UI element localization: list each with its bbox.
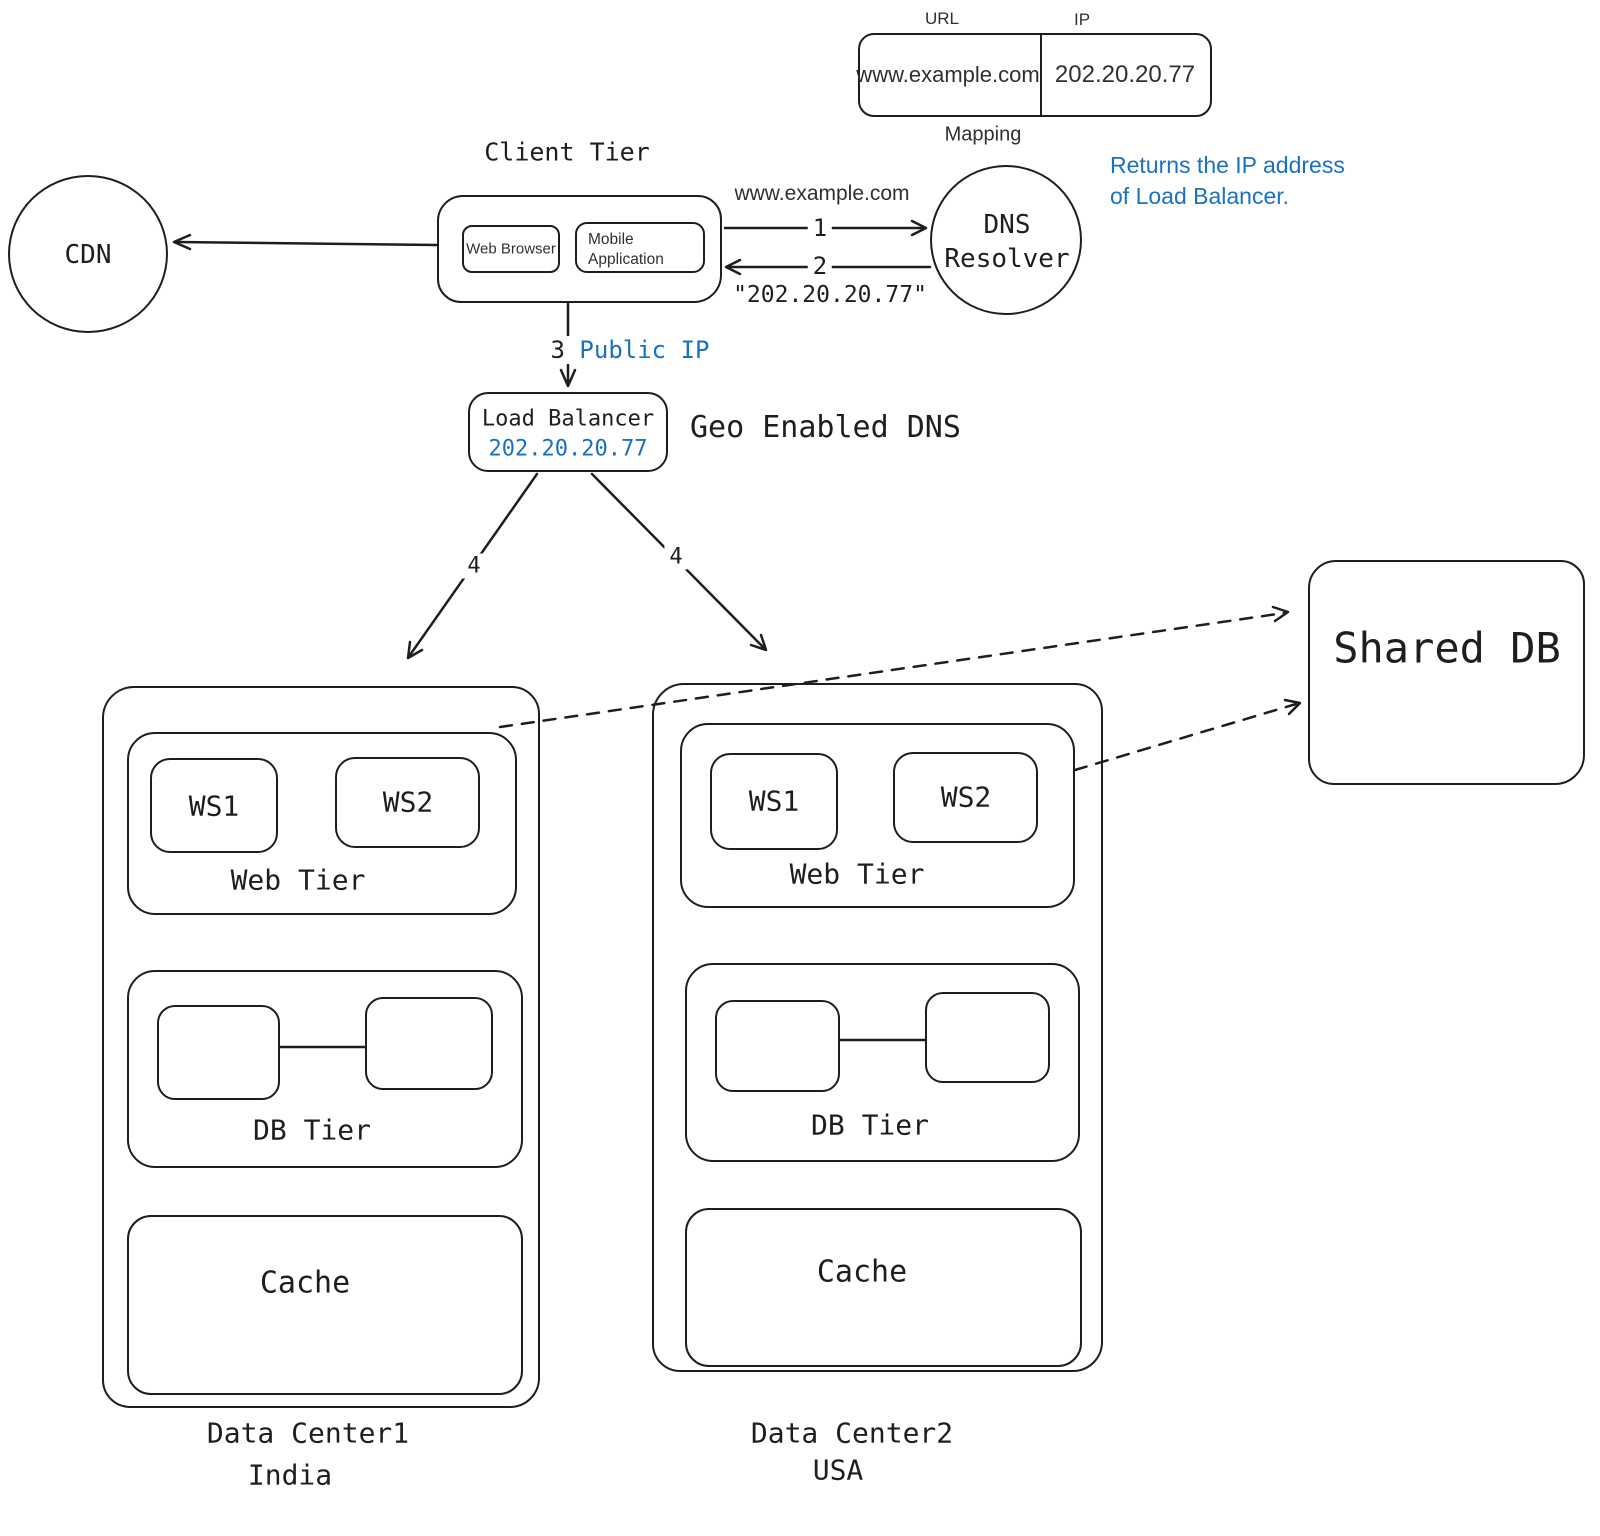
dc2-ws2-box bbox=[893, 752, 1038, 843]
dashed-arrow-dc1-to-shared-db bbox=[498, 605, 1290, 729]
dc1-ws1-label: WS1 bbox=[188, 789, 240, 823]
dc1-region-label: India bbox=[247, 1458, 333, 1492]
dns-label-line2: Resolver bbox=[944, 244, 1070, 274]
dc1-ws1-box bbox=[150, 758, 278, 853]
returns-ip-note: Returns the IP address of Load Balancer. bbox=[1110, 150, 1345, 212]
cdn-label: CDN bbox=[64, 240, 112, 270]
step3-label: 3 Public IP bbox=[545, 336, 715, 364]
dc1-ws2-label: WS2 bbox=[382, 785, 434, 819]
dns-label-line1: DNS bbox=[983, 210, 1031, 240]
mapping-ip-header: IP bbox=[1073, 10, 1091, 29]
dc2-cache-label: Cache bbox=[816, 1254, 908, 1290]
dc1-db-node1-box bbox=[157, 1005, 280, 1100]
dc2-ws1-label: WS1 bbox=[748, 784, 800, 818]
load-balancer-title: Load Balancer bbox=[481, 406, 655, 432]
web-browser-box bbox=[462, 225, 560, 273]
step2-ip-label: "202.20.20.77" bbox=[733, 282, 927, 308]
step1-number: 1 bbox=[807, 214, 833, 242]
mapping-caption: Mapping bbox=[944, 123, 1022, 146]
web-browser-label: Web Browser bbox=[466, 240, 556, 258]
mobile-application-label: Mobile Application bbox=[588, 231, 664, 268]
dc1-web-tier-label: Web Tier bbox=[230, 863, 366, 897]
mapping-url-cell bbox=[860, 35, 1042, 115]
dc2-region-label: USA bbox=[812, 1453, 864, 1487]
mapping-url-value: www.example.com bbox=[856, 62, 1040, 87]
dc1-cache-label: Cache bbox=[259, 1265, 351, 1301]
dc1-cache-box bbox=[127, 1215, 523, 1395]
step2-number: 2 bbox=[807, 252, 833, 280]
step1-url-label: www.example.com bbox=[734, 182, 910, 205]
returns-ip-note-line2: of Load Balancer. bbox=[1110, 183, 1290, 209]
load-balancer-box bbox=[468, 392, 668, 472]
mobile-application-box bbox=[575, 222, 705, 273]
step4b-number: 4 bbox=[664, 544, 688, 570]
client-tier-title: Client Tier bbox=[484, 137, 650, 167]
dc2-db-node1-box bbox=[715, 1000, 840, 1092]
step3-public-ip: Public IP bbox=[579, 336, 710, 364]
dc1-name-label: Data Center1 bbox=[206, 1416, 410, 1450]
arrow-client-to-cdn bbox=[172, 233, 439, 251]
dc2-web-tier-label: Web Tier bbox=[789, 857, 925, 891]
step4a-number: 4 bbox=[462, 553, 486, 579]
dns-mapping-table bbox=[858, 33, 1212, 117]
shared-db-label: Shared DB bbox=[1333, 623, 1561, 673]
dc1-db-node2-box bbox=[365, 997, 493, 1090]
dc2-ws2-label: WS2 bbox=[940, 780, 992, 814]
cdn-circle bbox=[8, 175, 168, 333]
load-balancer-ip: 202.20.20.77 bbox=[488, 436, 648, 462]
dns-resolver-circle bbox=[930, 165, 1082, 315]
dc2-ws1-box bbox=[710, 753, 838, 850]
dc2-db-node2-box bbox=[925, 992, 1050, 1083]
dc2-db-tier-label: DB Tier bbox=[810, 1108, 930, 1142]
shared-db-box bbox=[1308, 560, 1585, 785]
dc1-db-tier-label: DB Tier bbox=[252, 1113, 372, 1147]
returns-ip-note-line1: Returns the IP address bbox=[1110, 152, 1345, 178]
dc2-cache-box bbox=[685, 1208, 1082, 1367]
mapping-url-header: URL bbox=[924, 9, 960, 28]
dc1-ws2-box bbox=[335, 757, 480, 848]
geo-enabled-dns-label: Geo Enabled DNS bbox=[690, 410, 961, 445]
dc2-name-label: Data Center2 bbox=[750, 1416, 954, 1450]
step3-number: 3 bbox=[550, 336, 565, 364]
mapping-ip-value: 202.20.20.77 bbox=[1054, 61, 1196, 88]
dashed-arrow-dc2-to-shared-db bbox=[1073, 698, 1302, 772]
